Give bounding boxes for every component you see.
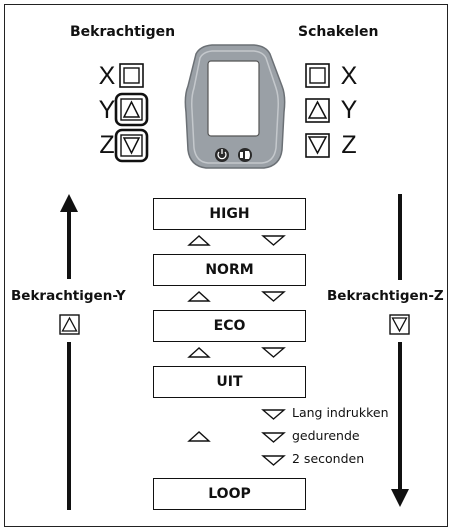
y-button-icon [59, 314, 80, 335]
down-triangle-icon [261, 347, 286, 358]
left-button-x-icon [119, 63, 144, 88]
down-triangle-icon [261, 409, 286, 420]
left-letter-x: X [98, 62, 116, 90]
long-press-line-1: Lang indrukken [292, 405, 389, 420]
left-letter-y: Y [98, 96, 116, 124]
left-letter-z: Z [99, 131, 115, 159]
mode-box-loop: LOOP [153, 478, 306, 510]
diagram-frame [4, 4, 448, 527]
right-letter-x: X [340, 62, 358, 90]
down-triangle-icon [261, 455, 286, 466]
z-button-icon [389, 314, 410, 335]
mode-box-uit: UIT [153, 366, 306, 398]
transitions-graphic [59, 194, 410, 510]
left-side-label: Bekrachtigen-Y [11, 288, 126, 304]
up-triangle-icon [187, 235, 211, 246]
right-side-label: Bekrachtigen-Z [327, 288, 444, 304]
up-triangle-icon [187, 347, 211, 358]
power-icon [215, 148, 229, 162]
display-unit-icon [184, 44, 286, 169]
left-button-y-icon [114, 92, 149, 127]
controller-illustration [114, 44, 330, 169]
down-triangle-icon [261, 432, 286, 443]
up-triangle-icon [187, 291, 211, 302]
mode-box-norm: NORM [153, 254, 306, 286]
down-triangle-icon [261, 291, 286, 302]
right-letter-y: Y [340, 96, 358, 124]
right-button-x-icon [305, 63, 330, 88]
right-button-y-icon [305, 98, 330, 123]
right-letter-z: Z [341, 131, 357, 159]
up-triangle-icon [187, 431, 211, 442]
right-down-arrow-icon [391, 194, 409, 507]
mode-box-eco: ECO [153, 310, 306, 342]
down-triangle-icon [261, 235, 286, 246]
light-icon [238, 148, 252, 162]
long-press-line-3: 2 seconden [292, 451, 365, 466]
left-heading: Bekrachtigen [70, 24, 176, 40]
right-button-z-icon [305, 133, 330, 158]
long-press-line-2: gedurende [292, 428, 360, 443]
mode-box-high: HIGH [153, 198, 306, 230]
right-heading: Schakelen [298, 24, 379, 40]
left-up-arrow-icon [60, 194, 78, 510]
left-button-z-icon [114, 128, 149, 163]
